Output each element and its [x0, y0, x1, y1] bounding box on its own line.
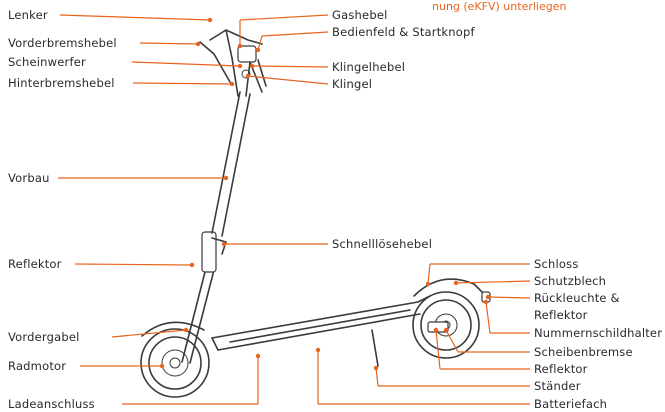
label-radmotor: Radmotor	[8, 359, 67, 373]
label-klingel: Klingel	[332, 77, 373, 91]
label-schutzblech: Schutzblech	[534, 274, 607, 288]
label-schnelllösehebel: Schnelllösehebel	[332, 237, 433, 251]
label-hinterbremshebel: Hinterbremshebel	[8, 76, 115, 90]
label-batteriefach: Batteriefach	[534, 397, 608, 411]
leader-lines-left	[58, 14, 261, 405]
label-vorderbremshebel: Vorderbremshebel	[8, 36, 117, 50]
label-rueckleuchte-line1: Rückleuchte &	[534, 291, 620, 305]
label-scheibenbremse: Scheibenbremse	[534, 345, 633, 359]
label-gashebel: Gashebel	[332, 8, 388, 22]
label-vorbau: Vorbau	[8, 171, 50, 185]
label-nummernschildhalter: Nummernschildhalter	[534, 326, 663, 340]
label-schloss: Schloss	[534, 257, 579, 271]
label-rueckleuchte-line2: Reflektor	[534, 308, 588, 322]
label-lenker: Lenker	[8, 8, 48, 22]
label-scheinwerfer: Scheinwerfer	[8, 55, 86, 69]
label-staender: Ständer	[534, 379, 581, 393]
label-reflektor-rear: Reflektor	[534, 362, 588, 376]
label-ladeanschluss: Ladeanschluss	[8, 397, 95, 411]
label-reflektor-front: Reflektor	[8, 257, 62, 271]
scooter-line-art	[140, 29, 491, 398]
header-note: nung (eKFV) unterliegen	[432, 0, 567, 13]
label-vordergabel: Vordergabel	[8, 330, 80, 344]
label-klingelhebel: Klingelhebel	[332, 60, 406, 74]
leader-lines-right	[221, 14, 531, 405]
label-bedienfeld: Bedienfeld & Startknopf	[332, 25, 475, 39]
